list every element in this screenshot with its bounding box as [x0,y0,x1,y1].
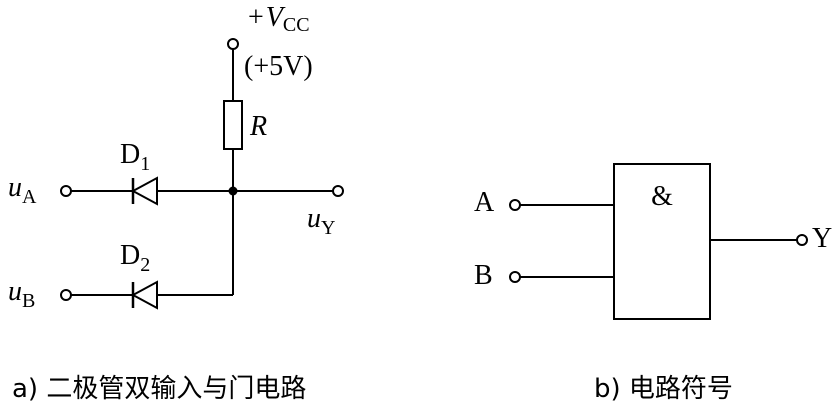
output-label: uY [307,203,335,239]
input-a-terminal [60,185,72,197]
diode-d1 [130,176,158,206]
caption-b: b) 电路符号 [594,374,733,404]
and-gate-symbol: & [651,181,673,212]
input-b-label: uB [8,276,35,312]
diode-d2-label: D2 [120,240,150,276]
vcc-label: +VCC [248,2,310,36]
and-gate-body [613,163,711,320]
gate-output-terminal [796,234,808,246]
vcc-terminal [227,38,239,50]
diode-d1-label: D1 [120,139,150,175]
gate-input-b-label: B [474,260,493,291]
vcc-value-label: (+5V) [244,51,313,82]
output-terminal [332,185,344,197]
diode-d2 [130,280,158,310]
gate-input-b-terminal [509,271,521,283]
gate-output-label: Y [812,223,832,254]
resistor [223,100,243,150]
input-a-label: uA [8,172,37,208]
resistor-label: R [249,111,267,142]
gate-input-a-terminal [509,199,521,211]
gate-input-a-label: A [474,187,495,218]
caption-a: a) 二极管双输入与门电路 [12,374,306,404]
input-b-terminal [60,289,72,301]
